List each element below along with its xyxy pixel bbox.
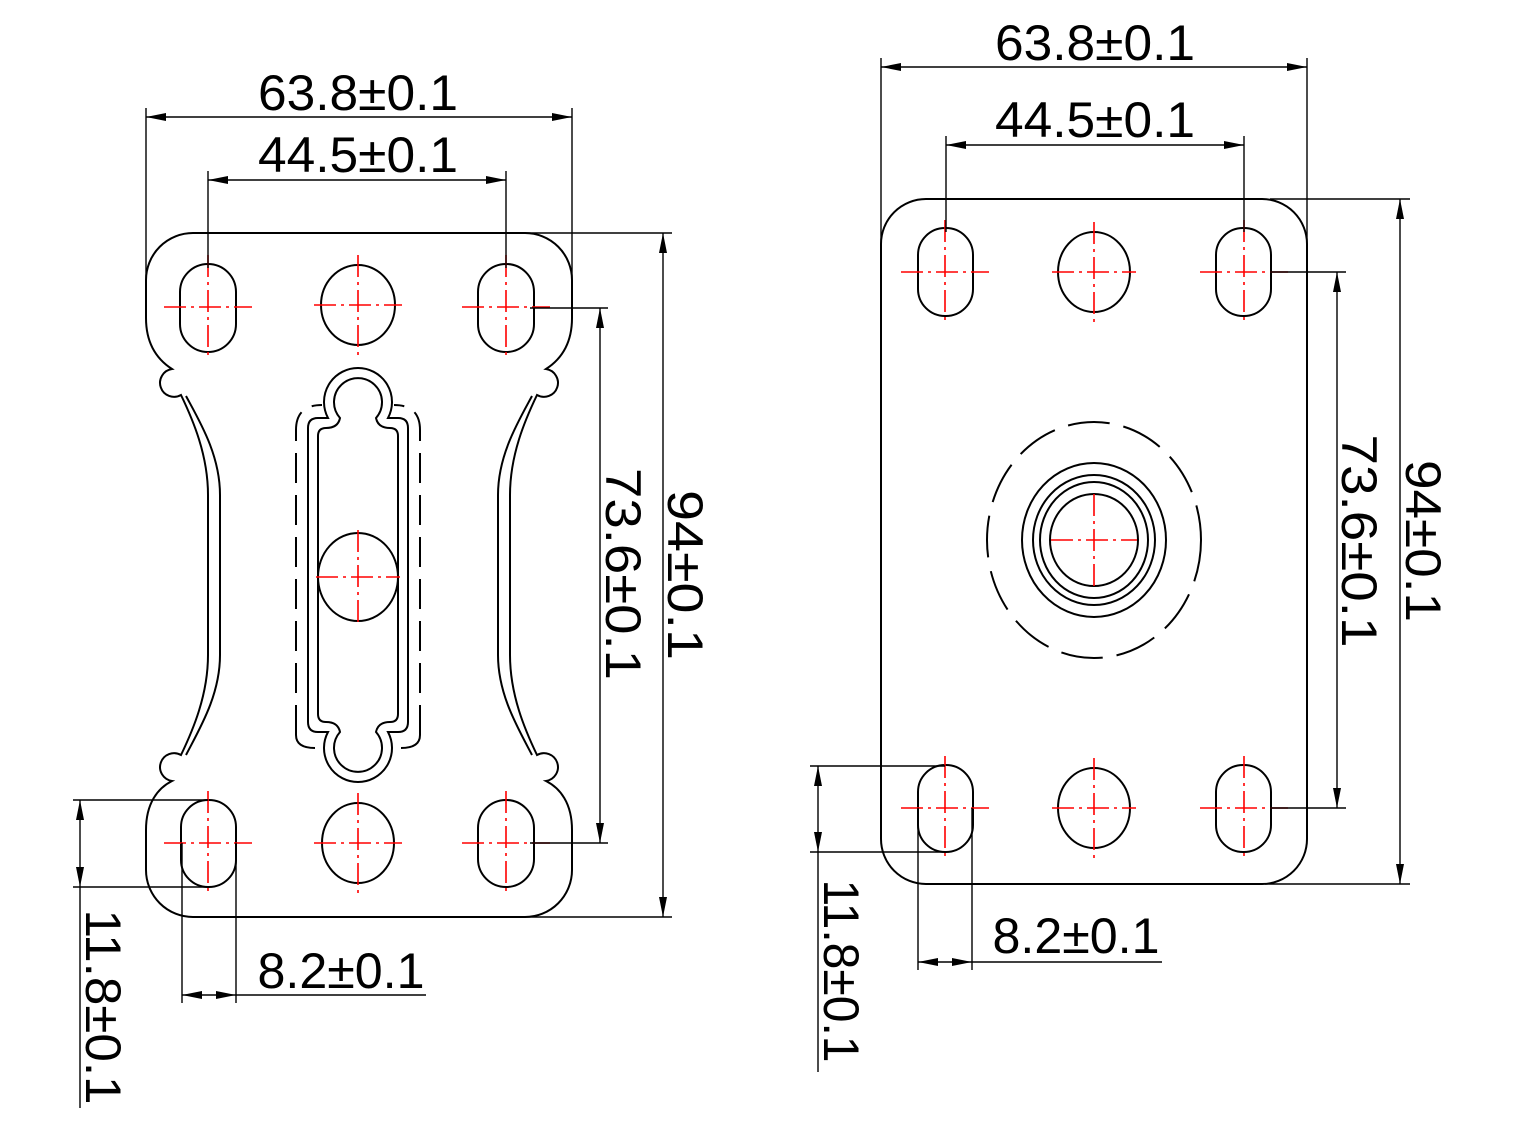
left-view: 63.8±0.1 44.5±0.1 73.6±0.1 94±0.1 11.8±0… — [73, 65, 713, 1108]
right-flange-bend-line — [497, 395, 533, 756]
right-view: 63.8±0.1 44.5±0.1 73.6±0.1 94±0.1 11.8±0… — [810, 15, 1451, 1072]
bearing-ring — [1032, 474, 1156, 606]
dimension-overall-height: 94±0.1 — [1395, 460, 1451, 622]
bearing-hidden-outline — [986, 421, 1202, 659]
left-plate-outline — [145, 232, 573, 918]
dimension-slot-width: 8.2±0.1 — [993, 908, 1160, 964]
dimension-hole-spacing-y: 73.6±0.1 — [595, 468, 651, 680]
bearing-ring — [1039, 481, 1149, 599]
dimension-overall-width: 63.8±0.1 — [995, 15, 1195, 71]
bearing-outer-ring — [1021, 462, 1167, 618]
dimension-hole-spacing-x: 44.5±0.1 — [258, 127, 458, 183]
dimension-slot-length: 11.8±0.1 — [75, 910, 131, 1105]
left-flange-bend-line — [185, 395, 221, 756]
dimension-overall-height: 94±0.1 — [657, 490, 713, 660]
dimension-hole-spacing-x: 44.5±0.1 — [995, 92, 1195, 148]
dimension-hole-spacing-y: 73.6±0.1 — [1331, 435, 1387, 648]
center-recess-outline — [307, 367, 409, 783]
dimension-overall-width: 63.8±0.1 — [258, 65, 458, 121]
dimension-slot-width: 8.2±0.1 — [258, 943, 425, 999]
right-plate-outline — [880, 198, 1308, 885]
center-recess-inner-outline — [317, 377, 399, 773]
dimension-slot-length: 11.8±0.1 — [813, 880, 869, 1063]
center-recess-hidden-outline — [295, 404, 421, 749]
